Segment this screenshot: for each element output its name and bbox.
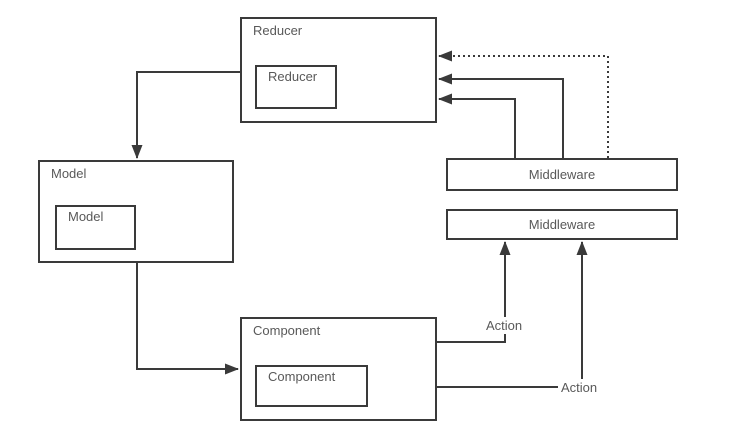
edge-model-to-component bbox=[136, 263, 239, 375]
middleware-bottom-label: Middleware bbox=[528, 217, 596, 232]
component-label: Component bbox=[253, 323, 321, 338]
model-label: Model bbox=[51, 166, 87, 181]
middleware-top-node: Middleware bbox=[446, 158, 678, 191]
component-inner-node: Component bbox=[255, 365, 368, 407]
edge-middleware-to-reducer-2 bbox=[438, 93, 516, 158]
reducer-node: Reducer Reducer bbox=[240, 17, 437, 123]
model-node: Model Model bbox=[38, 160, 234, 263]
edge-reducer-to-model bbox=[131, 71, 240, 159]
reducer-inner-node: Reducer bbox=[255, 65, 337, 109]
edge-component-action2-to-middleware bbox=[437, 241, 588, 388]
component-inner-label: Component bbox=[268, 369, 336, 384]
action-label-2: Action bbox=[558, 379, 601, 396]
model-inner-label: Model bbox=[68, 209, 104, 224]
middleware-bottom-node: Middleware bbox=[446, 209, 678, 240]
middleware-top-label: Middleware bbox=[528, 167, 596, 182]
reducer-inner-label: Reducer bbox=[268, 69, 318, 84]
reducer-label: Reducer bbox=[253, 23, 303, 38]
model-inner-node: Model bbox=[55, 205, 136, 250]
component-node: Component Component bbox=[240, 317, 437, 421]
edge-component-action1-to-middleware bbox=[437, 241, 511, 343]
action-label-1: Action bbox=[483, 317, 526, 334]
edge-middleware-to-reducer-dotted bbox=[438, 50, 609, 158]
edge-middleware-to-reducer-1 bbox=[438, 73, 564, 158]
